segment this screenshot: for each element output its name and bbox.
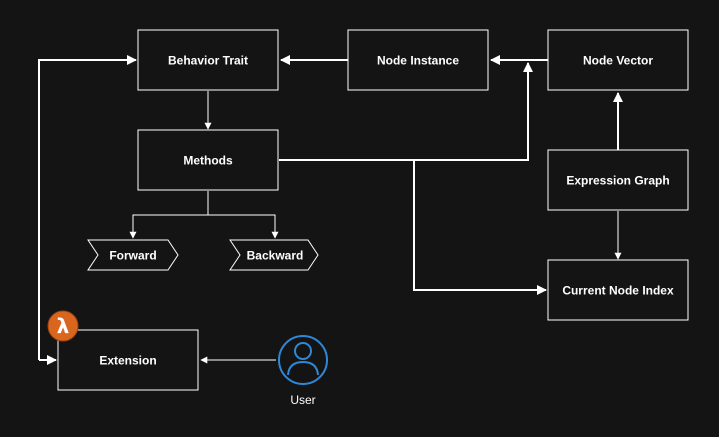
node-backward: Backward [229, 239, 319, 271]
node-expression-graph: Expression Graph [547, 149, 689, 211]
edge-methods-split [129, 191, 209, 239]
edge-extension-to-behavior-trait [38, 55, 137, 360]
node-extension-label: Extension [99, 354, 156, 368]
node-current-node-index: Current Node Index [547, 259, 689, 321]
node-behavior-trait: Behavior Trait [137, 29, 279, 91]
node-current-node-index-label: Current Node Index [562, 284, 674, 298]
node-backward-label: Backward [247, 249, 304, 263]
edge-methods-to-node-junction [279, 62, 533, 161]
node-forward-label: Forward [109, 249, 156, 263]
edge-methods-to-current-node-index [413, 160, 547, 295]
node-node-instance: Node Instance [347, 29, 489, 91]
lambda-icon: λ [47, 310, 79, 342]
node-node-vector: Node Vector [547, 29, 689, 91]
user-label: User [290, 393, 315, 407]
edge-methods-to-backward [208, 214, 279, 239]
user-icon [278, 335, 328, 385]
node-forward: Forward [87, 239, 179, 271]
lambda-glyph: λ [57, 314, 70, 338]
node-node-vector-label: Node Vector [583, 54, 653, 68]
node-node-instance-label: Node Instance [377, 54, 459, 68]
node-methods: Methods [137, 129, 279, 191]
node-expression-graph-label: Expression Graph [566, 174, 669, 188]
node-behavior-trait-label: Behavior Trait [168, 54, 248, 68]
node-extension: Extension [57, 329, 199, 391]
node-methods-label: Methods [183, 154, 233, 168]
